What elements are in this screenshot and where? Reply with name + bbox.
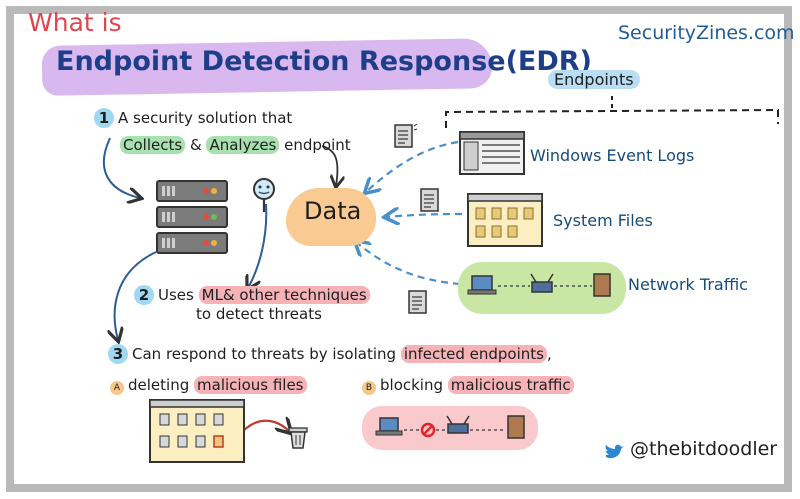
arrow-logs-to-data	[366, 140, 459, 192]
step1-number: 1	[94, 108, 114, 128]
endpoint-network-traffic: Network Traffic	[628, 275, 748, 294]
endpoints-header: Endpoints	[548, 70, 640, 89]
document-icon	[394, 123, 418, 148]
malicious-traffic-highlight: malicious traffic	[447, 376, 574, 394]
arrow-step1-to-server	[102, 137, 140, 198]
arrow-endpoint-to-data	[321, 145, 337, 186]
action-a-lead: deleting	[128, 376, 190, 394]
malicious-files-highlight: malicious files	[194, 376, 307, 394]
collects-highlight: Collects	[120, 136, 186, 154]
step1-line2: Collects & Analyzes endpoint	[120, 136, 351, 154]
analyzes-highlight: Analyzes	[206, 136, 280, 154]
step2-uses: Uses	[158, 286, 194, 304]
ampersand: &	[189, 136, 202, 154]
step2-number: 2	[134, 285, 154, 305]
twitter-bird-icon	[605, 444, 624, 459]
outer-frame	[6, 6, 792, 492]
step3-number: 3	[108, 344, 128, 364]
network-traffic-icon	[458, 262, 626, 314]
endpoint-windows-event-logs: Windows Event Logs	[530, 146, 695, 165]
arrow-files-to-data	[386, 214, 463, 217]
arrow-file-to-trash	[241, 421, 290, 432]
step1-text: A security solution that	[118, 109, 293, 127]
arrow-server-to-step3	[115, 251, 157, 340]
data-label: Data	[304, 197, 362, 225]
system-files-window-icon	[467, 193, 543, 247]
endpoints-bracket	[445, 108, 779, 128]
blocked-traffic-icon	[362, 406, 538, 450]
trash-can-icon	[288, 427, 308, 449]
title-prefix: What is	[28, 8, 122, 37]
endpoint-system-files: System Files	[553, 211, 653, 230]
action-b-lead: blocking	[380, 376, 443, 394]
step2-line2: to detect threats	[196, 305, 322, 323]
action-a-letter: A	[110, 381, 124, 395]
twitter-handle: @thebitdoodler	[630, 438, 778, 460]
ml-highlight: ML& other techniques	[198, 286, 370, 304]
event-log-window-icon	[459, 131, 525, 175]
infected-endpoints-highlight: infected endpoints	[400, 345, 547, 363]
arrow-magnifier-to-step2	[248, 203, 268, 288]
step3-text: Can respond to threats by isolating	[132, 345, 397, 363]
brand-name: SecurityZines.com	[618, 22, 795, 44]
data-bubble	[286, 188, 376, 246]
page-title: Endpoint Detection Response(EDR)	[56, 46, 592, 77]
arrow-network-to-data	[356, 242, 461, 286]
server-rack-icon	[150, 178, 240, 258]
document-icon	[408, 290, 427, 314]
document-icon	[420, 188, 439, 212]
step3-comma: ,	[546, 345, 552, 363]
magnifier-icon	[253, 178, 275, 212]
files-window-icon	[149, 399, 245, 463]
action-b-letter: B	[362, 381, 376, 395]
endpoint-word: endpoint	[284, 136, 351, 154]
